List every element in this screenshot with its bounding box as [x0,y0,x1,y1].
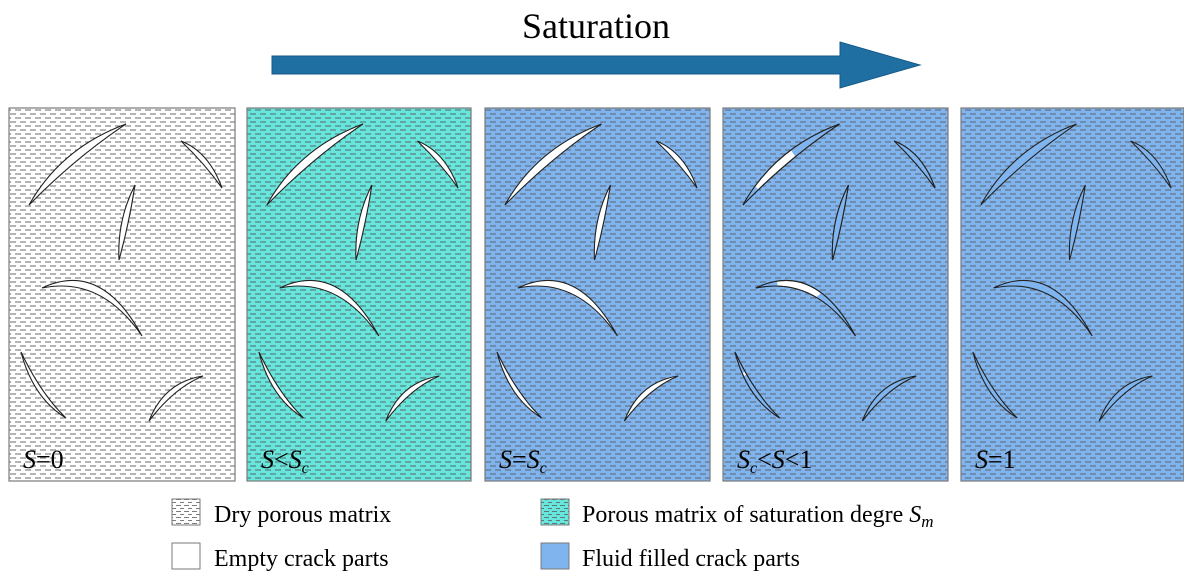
legend: Dry porous matrix Empty crack parts Poro… [171,498,934,572]
crack-3 [593,184,611,261]
panel-full: S=1 [960,107,1184,482]
legend-swatch-fluid [540,542,570,570]
crack-5 [496,351,543,419]
panel-matrix-hatch [246,107,472,482]
crack-5 [972,351,1018,419]
panel-below-critical: S<Sc​ [246,107,472,482]
crack-6 [623,375,679,422]
crack-3 [355,184,373,261]
panel-matrix-hatch [8,107,236,482]
crack-4 [279,279,380,337]
legend-item-dry-matrix: Dry porous matrix [171,498,391,528]
legend-label-fluid-crack: Fluid filled crack parts [582,546,800,572]
crack-1 [504,123,602,206]
panel-label: S=0 [23,445,64,474]
crack-3 [118,184,136,261]
panel-label: S=Sc​ [499,445,547,477]
crack-6 [148,375,204,422]
crack-3 [1068,184,1086,261]
panel-critical: S=Sc​ [484,107,711,482]
panel-matrix-hatch [484,107,711,482]
crack-2 [1130,140,1172,189]
crack-1 [28,123,127,206]
panel-matrix-hatch [722,107,949,482]
saturation-arrow [271,41,922,89]
panel-label: Sc​<S<1 [737,445,812,477]
legend-item-empty-crack: Empty crack parts [171,542,389,572]
legend-label-dry-matrix: Dry porous matrix [214,502,391,528]
crack-2 [655,140,698,189]
crack-5 [258,351,304,419]
panel-label: S<Sc​ [261,445,309,477]
crack-2 [180,140,223,189]
panel-dry: S=0 [8,107,236,482]
crack-4 [41,279,143,337]
diagram-title: Saturation [522,6,670,46]
legend-item-fluid-crack: Fluid filled crack parts [540,542,800,572]
crack-1 [980,123,1077,206]
crack-5 [20,351,67,419]
saturation-panels: S=0 S<Sc​ S=Sc​ Sc​<S<1 S=1 [8,107,1184,482]
crack-6 [1098,375,1153,422]
panel-label: S=1 [975,445,1016,474]
crack-4 [993,279,1093,337]
panel-matrix-hatch [960,107,1184,482]
panel-partial-crack: Sc​<S<1 [722,107,949,482]
legend-label-empty-crack: Empty crack parts [214,546,389,572]
crack-1 [266,123,364,206]
crack-2 [417,140,459,189]
crack-6 [385,375,440,422]
legend-swatch-empty [171,542,201,570]
crack-4 [517,279,618,337]
